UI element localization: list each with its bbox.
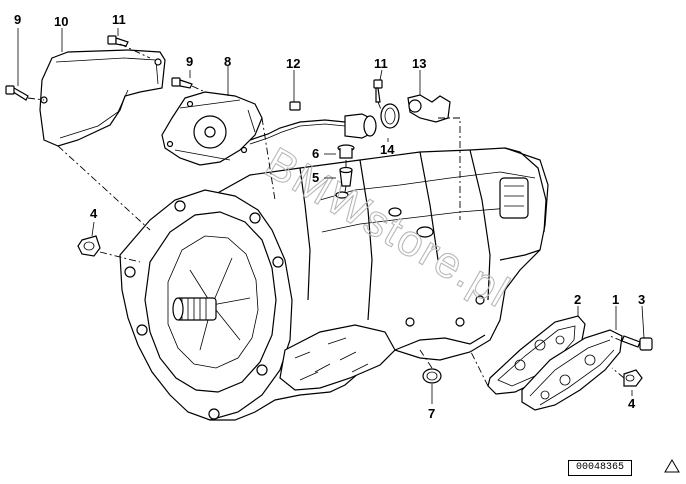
callout-9-right: 9: [186, 54, 193, 69]
callout-11-right: 11: [374, 56, 388, 71]
heat-shield-cover: [39, 49, 166, 147]
seal-plug: [337, 144, 355, 159]
callout-labels: 9 10 11 9 8 12 11 13 14 6 5 4 2 1 3 4 7: [14, 12, 645, 421]
callout-4-left: 4: [90, 206, 98, 221]
bolt-11-top: [107, 35, 129, 47]
callout-8: 8: [224, 54, 231, 69]
callout-9-left: 9: [14, 12, 21, 27]
callout-6: 6: [312, 146, 319, 161]
valve-body-cover: [521, 329, 623, 411]
callout-2: 2: [574, 292, 581, 307]
callout-11-left: 11: [112, 12, 126, 27]
callout-12: 12: [286, 56, 300, 71]
callout-13: 13: [412, 56, 426, 71]
bolt-9-left: [5, 85, 29, 101]
callout-1: 1: [612, 292, 619, 307]
gear-selector-switch: [161, 91, 346, 166]
transmission-mount-left: [77, 235, 101, 257]
callout-4-right: 4: [628, 396, 636, 411]
drain-plug-right: [623, 369, 643, 387]
bracket: [407, 94, 451, 123]
bolt-9-right: [171, 77, 193, 89]
plug-connector: [289, 101, 301, 111]
transmission-housing: [119, 147, 549, 421]
callout-leaders: [17, 28, 645, 404]
connector-sleeve: [344, 103, 400, 139]
bolt-11-right: [373, 79, 383, 103]
callout-5: 5: [312, 170, 319, 185]
speed-sensor: [339, 166, 353, 187]
callout-3: 3: [638, 292, 645, 307]
callout-14: 14: [380, 142, 395, 157]
input-shaft: [172, 297, 217, 321]
seal-ring: [422, 368, 442, 384]
warning-triangle-icon: [664, 459, 680, 473]
assembly-guide-lines: [27, 43, 625, 387]
bolt-3: [621, 335, 653, 351]
reference-number: 00048365: [568, 460, 632, 476]
callout-10: 10: [54, 14, 68, 29]
callout-7: 7: [428, 406, 435, 421]
